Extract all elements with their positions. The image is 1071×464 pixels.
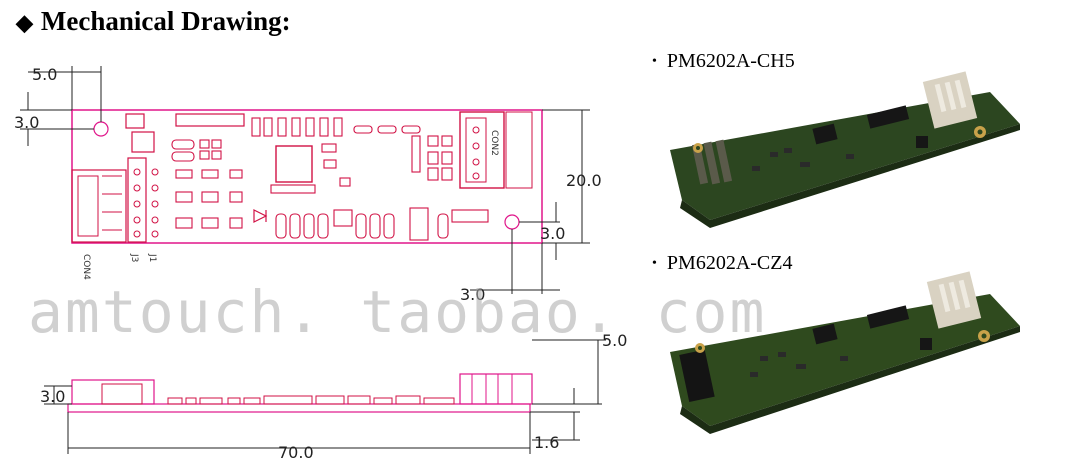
heading-text: Mechanical Drawing: xyxy=(40,6,291,36)
component xyxy=(339,177,351,187)
diode xyxy=(253,209,268,223)
product-caption-ch5: • PM6202A-CH5 xyxy=(652,50,795,73)
chip xyxy=(866,105,910,129)
right-component-cluster xyxy=(411,135,453,181)
connector-housing xyxy=(679,349,715,402)
dimension-lines-side xyxy=(44,339,606,454)
main-ic xyxy=(275,145,313,183)
dim-length: 70.0 xyxy=(278,443,314,462)
dim-side-left-height: 3.0 xyxy=(40,387,65,406)
dim-right-hole-horizontal: 3.0 xyxy=(460,285,485,304)
con4-label: CON4 xyxy=(81,254,91,280)
j3-label: J3 xyxy=(129,253,139,262)
pcb-photo-cz4 xyxy=(670,271,1020,434)
watermark: amtouch. taobao. com xyxy=(28,278,767,346)
component xyxy=(270,184,316,194)
dim-side-top-offset: 5.0 xyxy=(602,331,627,350)
dim-height: 20.0 xyxy=(566,171,602,190)
bottom-capacitor-row xyxy=(275,207,489,241)
dimension-lines-top xyxy=(20,66,590,294)
chip xyxy=(812,123,838,145)
bullet-icon: • xyxy=(652,54,657,69)
pcb-photo-ch5 xyxy=(670,71,1020,228)
dim-side-thickness: 1.6 xyxy=(534,433,559,452)
bullet-icon: • xyxy=(652,256,657,271)
dim-right-hole-vertical: 3.0 xyxy=(540,224,565,243)
j3-header xyxy=(127,157,159,243)
con2-connector xyxy=(459,111,533,189)
component xyxy=(321,143,337,153)
component xyxy=(131,131,155,153)
component xyxy=(175,113,245,127)
chip xyxy=(866,305,910,329)
mounting-hole-right xyxy=(504,214,520,230)
mechanical-drawing: CON2 CON4 J3 J1 5.0 3.0 20.0 3.0 3.0 xyxy=(14,65,627,462)
diamond-bullet-icon: ◆ xyxy=(16,10,33,35)
con4-connector xyxy=(71,169,127,243)
chip xyxy=(812,323,838,345)
j1-label: J1 xyxy=(147,253,157,262)
component xyxy=(323,159,337,169)
product-caption-cz4: • PM6202A-CZ4 xyxy=(652,252,792,275)
pcb-board xyxy=(670,92,1020,220)
resistor-row xyxy=(251,117,421,137)
product-name: PM6202A-CH5 xyxy=(666,50,795,72)
component xyxy=(125,113,145,129)
board-outline-top xyxy=(71,109,543,244)
con2-label: CON2 xyxy=(489,130,499,156)
product-name: PM6202A-CZ4 xyxy=(666,252,793,274)
side-view xyxy=(67,373,533,413)
section-heading: ◆ Mechanical Drawing: xyxy=(16,6,291,37)
mounting-hole-left xyxy=(93,121,109,137)
dim-top-left-vertical: 3.0 xyxy=(14,113,39,132)
capacitor-cluster xyxy=(171,139,243,229)
dim-top-left-horizontal: 5.0 xyxy=(32,65,57,84)
